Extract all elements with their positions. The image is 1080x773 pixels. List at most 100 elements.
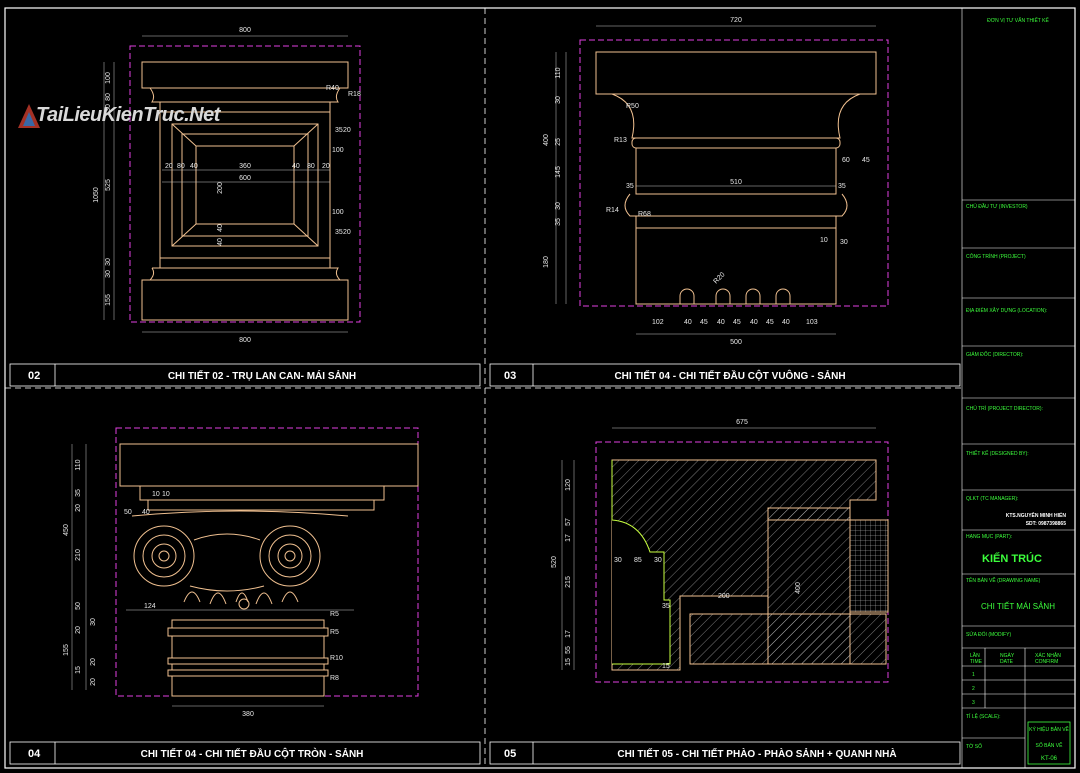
- svg-text:SDT: 0987398865: SDT: 0987398865: [1026, 521, 1067, 527]
- round-capital-drawing: [115, 427, 419, 697]
- svg-text:40: 40: [292, 163, 300, 170]
- svg-text:210: 210: [75, 549, 82, 561]
- svg-text:155: 155: [63, 644, 70, 656]
- svg-text:LẦN: LẦN: [970, 652, 980, 659]
- svg-text:R5: R5: [330, 629, 339, 636]
- panel-title-02: CHI TIẾT 02 - TRỤ LAN CAN- MÁI SẢNH: [168, 369, 356, 382]
- svg-text:XÁC NHẬN: XÁC NHẬN: [1035, 652, 1061, 659]
- svg-text:R40: R40: [326, 85, 339, 92]
- svg-text:45: 45: [700, 319, 708, 326]
- svg-text:CONFIRM: CONFIRM: [1035, 659, 1058, 665]
- svg-text:800: 800: [239, 337, 251, 344]
- svg-text:124: 124: [144, 603, 156, 610]
- svg-text:145: 145: [555, 166, 562, 178]
- svg-text:110: 110: [555, 67, 562, 78]
- svg-text:40: 40: [684, 319, 692, 326]
- svg-text:20: 20: [165, 163, 173, 170]
- svg-text:40: 40: [190, 163, 198, 170]
- svg-text:50: 50: [124, 509, 132, 516]
- svg-text:2: 2: [972, 686, 975, 692]
- svg-text:45: 45: [766, 319, 774, 326]
- svg-text:R68: R68: [638, 211, 651, 218]
- svg-text:100: 100: [332, 209, 344, 216]
- svg-text:500: 500: [730, 339, 742, 346]
- svg-text:KÝ HIỆU BẢN VẼ: KÝ HIỆU BẢN VẼ: [1029, 725, 1069, 733]
- panel-title-03: CHI TIẾT 04 - CHI TIẾT ĐẦU CỘT VUÔNG - S…: [614, 369, 845, 382]
- square-capital-dimensions: 720 500 510 110 30 400 25 145 30 35 180 …: [543, 17, 870, 346]
- svg-text:20: 20: [75, 626, 82, 634]
- svg-text:15: 15: [662, 663, 670, 670]
- svg-text:30: 30: [105, 258, 112, 266]
- svg-text:1: 1: [972, 672, 975, 678]
- svg-text:KTS.NGUYỄN MINH HIỂN: KTS.NGUYỄN MINH HIỂN: [1006, 512, 1067, 519]
- svg-text:CHỦ TRÌ (PROJECT DIRECTOR):: CHỦ TRÌ (PROJECT DIRECTOR):: [966, 405, 1043, 412]
- svg-text:R13: R13: [614, 137, 627, 144]
- svg-text:200: 200: [718, 593, 730, 600]
- svg-text:30: 30: [654, 557, 662, 564]
- svg-text:17: 17: [565, 534, 572, 542]
- square-capital-dimension-lines: [555, 25, 876, 335]
- svg-text:20: 20: [75, 504, 82, 512]
- svg-text:80: 80: [177, 163, 185, 170]
- round-capital-dimension-lines: [71, 444, 354, 707]
- svg-text:30: 30: [90, 618, 97, 626]
- svg-text:30: 30: [105, 104, 112, 112]
- svg-text:R18: R18: [348, 91, 361, 98]
- svg-text:85: 85: [634, 557, 642, 564]
- pier-dimensions: 800 800 1050 100 80 30 525 30 30 155 360…: [93, 27, 361, 344]
- svg-text:200: 200: [217, 182, 224, 194]
- svg-text:30: 30: [555, 202, 562, 210]
- svg-text:30: 30: [555, 96, 562, 104]
- pier-drawing: [129, 45, 361, 323]
- panel-title-bar-02: [9, 363, 481, 387]
- round-capital-dimensions: 110 35 20 210 50 30 20 20 15 155 20 450 …: [63, 459, 343, 718]
- panel-title-05: CHI TIẾT 05 - CHI TIẾT PHÀO - PHÀO SẢNH …: [617, 747, 896, 760]
- panel-number-05: 05: [504, 748, 516, 760]
- svg-text:360: 360: [239, 163, 251, 170]
- svg-text:450: 450: [63, 524, 70, 536]
- svg-text:GIÁM ĐỐC (DIRECTOR):: GIÁM ĐỐC (DIRECTOR):: [966, 351, 1023, 358]
- svg-text:40: 40: [217, 224, 224, 232]
- svg-text:30: 30: [105, 270, 112, 278]
- svg-text:SỐ BẢN VẼ: SỐ BẢN VẼ: [1036, 742, 1064, 749]
- svg-text:400: 400: [543, 134, 550, 146]
- panel-number-02: 02: [28, 370, 40, 382]
- svg-text:QLKT (TC MANAGER):: QLKT (TC MANAGER):: [966, 496, 1018, 502]
- svg-text:R50: R50: [626, 103, 639, 110]
- svg-text:35: 35: [626, 183, 634, 190]
- svg-text:TIME: TIME: [970, 659, 983, 665]
- svg-text:10: 10: [162, 491, 170, 498]
- title-block-text: ĐƠN VỊ TƯ VẤN THIẾT KẾ CHỦ ĐẦU TƯ (INVES…: [966, 17, 1070, 762]
- svg-text:TỈ LỆ (SCALE):: TỈ LỆ (SCALE):: [966, 712, 1000, 720]
- panel-title-bar-04: [9, 741, 481, 765]
- svg-text:35: 35: [662, 603, 670, 610]
- svg-text:40: 40: [217, 238, 224, 246]
- panel-title-bar-03: [489, 363, 961, 387]
- svg-text:ĐỊA ĐIỂM XÂY DỰNG (LOCATION):: ĐỊA ĐIỂM XÂY DỰNG (LOCATION):: [966, 307, 1047, 314]
- svg-text:TỜ SỐ: TỜ SỐ: [966, 743, 982, 750]
- svg-text:15: 15: [75, 666, 82, 674]
- svg-text:20: 20: [343, 127, 351, 134]
- cornice-dimensions: 675 120 57 17 520 215 55 17 15 30 85 30 …: [551, 419, 802, 670]
- svg-text:155: 155: [105, 294, 112, 306]
- svg-text:215: 215: [565, 576, 572, 588]
- svg-text:55: 55: [565, 646, 572, 654]
- svg-text:17: 17: [565, 630, 572, 638]
- svg-text:50: 50: [75, 602, 82, 610]
- approval-stamp: [1027, 721, 1071, 765]
- svg-text:R8: R8: [330, 675, 339, 682]
- svg-text:35: 35: [838, 183, 846, 190]
- svg-text:525: 525: [105, 179, 112, 191]
- svg-text:SỬA ĐỔI (MODIFY): SỬA ĐỔI (MODIFY): [966, 631, 1011, 638]
- svg-text:380: 380: [242, 711, 254, 718]
- svg-text:102: 102: [652, 319, 664, 326]
- svg-text:CÔNG TRÌNH (PROJECT): CÔNG TRÌNH (PROJECT): [966, 253, 1026, 260]
- panel-number-04: 04: [28, 748, 41, 760]
- svg-text:20: 20: [90, 658, 97, 666]
- svg-text:45: 45: [862, 157, 870, 164]
- svg-text:3: 3: [972, 700, 975, 706]
- svg-text:35: 35: [335, 127, 343, 134]
- svg-text:520: 520: [551, 556, 558, 568]
- svg-text:120: 120: [565, 479, 572, 491]
- svg-text:R20: R20: [712, 271, 726, 285]
